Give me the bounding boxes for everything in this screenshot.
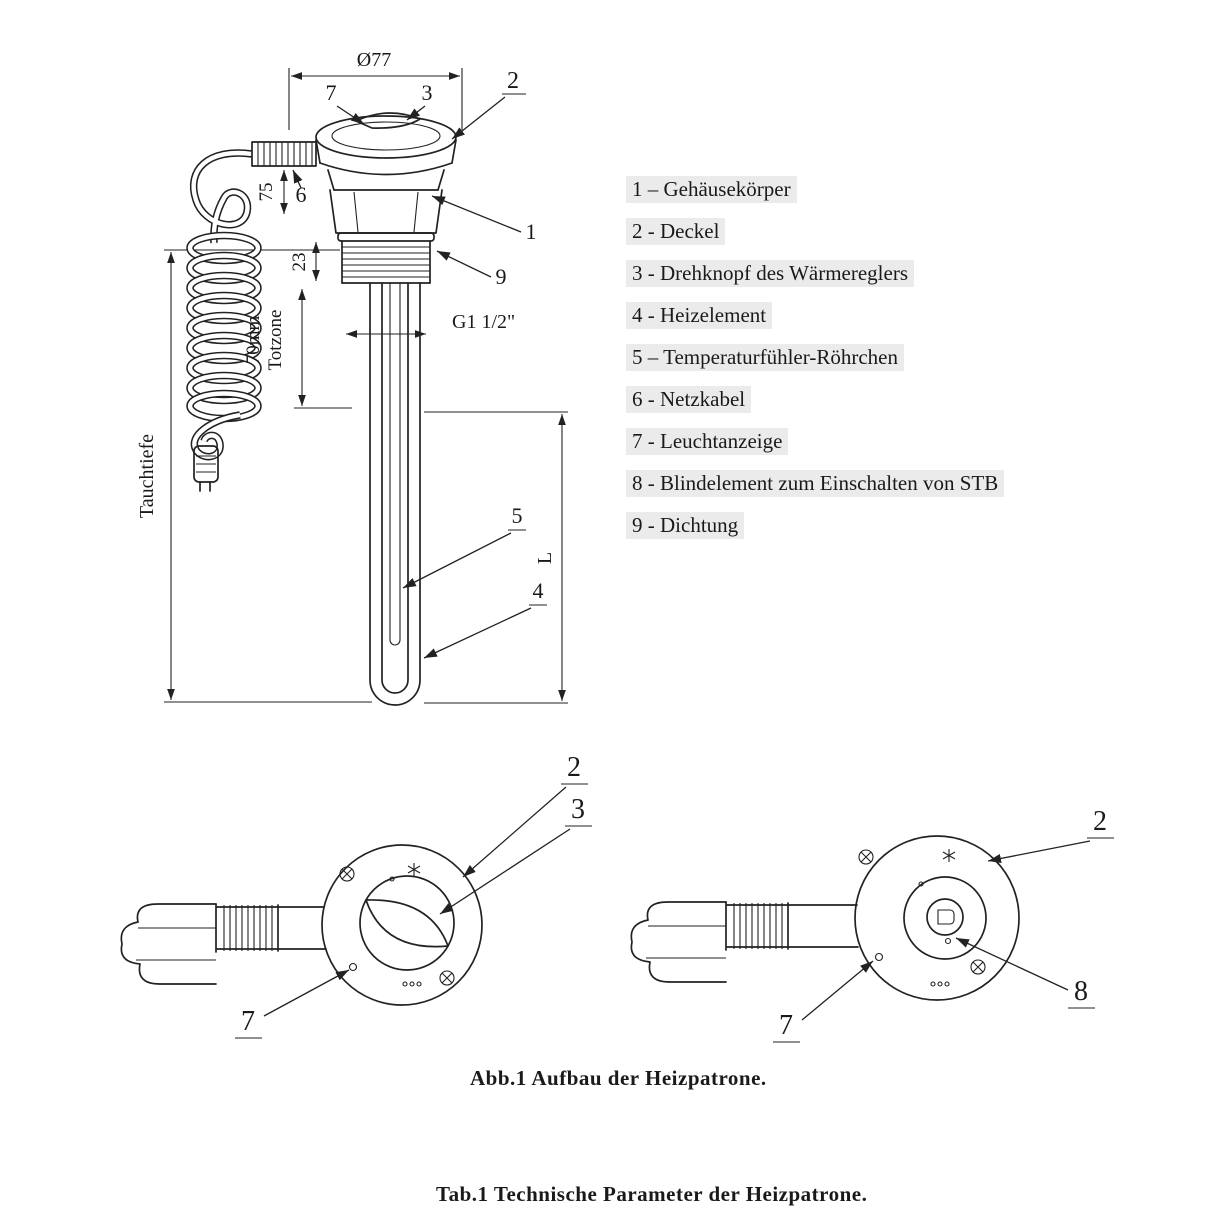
thread-height-dimension: 23 [289,242,320,281]
indicator-lamp-hole [874,952,884,962]
legend-item-6: 6 - Netzkabel [626,386,752,413]
power-cord [186,141,317,492]
table-caption: Tab.1 Technische Parameter der Heizpatro… [436,1182,868,1206]
callout-1: 1 [526,219,537,244]
vent-holes [402,981,422,987]
cable-gland [215,903,327,953]
legend-item-7: 7 - Leuchtanzeige [626,428,789,455]
blind-element-ring [926,898,964,936]
callout-9: 9 [496,264,507,289]
thread-height-label: 23 [289,253,310,272]
knob-grip [365,899,449,948]
deadzone-value: 70mm [243,316,264,365]
callout-7: 7 [779,1010,793,1041]
parts-legend: 1 – Gehäusekörper 2 - Deckel 3 - Drehkno… [626,176,1005,554]
blind-element [937,909,955,925]
screw-top-right [407,863,421,876]
cable-gland [725,901,859,951]
gland-height-label: 75 [256,183,277,202]
sensor-tube [389,283,401,646]
cable-plug [193,445,219,492]
housing-body [327,169,445,191]
thread-size-label: G1 1/2" [452,311,515,333]
end-view-with-blind-element: 2 8 7 [630,806,1114,1043]
callout-8: 8 [1074,976,1088,1007]
plug-molding [630,901,727,983]
diameter-dimension: Ø77 [288,49,463,130]
legend-item-3: 3 - Drehknopf des Wärmereglers [626,260,915,287]
indicator-lamp-hole [348,962,358,972]
vent-holes [930,981,950,987]
housing-assembly [315,112,457,284]
end-view-with-knob: 2 3 7 [120,752,592,1039]
callout-6: 6 [296,182,307,207]
cover-outline [854,835,1020,1001]
legend-item-8: 8 - Blindelement zum Einschalten von STB [626,470,1005,497]
hex-nut [329,189,443,234]
screw-bottom-right [439,970,455,986]
deadzone-dimension: 70mm Totzone [243,289,352,409]
legend-item-9: 9 - Dichtung [626,512,745,539]
legend-item-1: 1 – Gehäusekörper [626,176,797,203]
plug-molding [120,903,217,985]
screw-top-right [942,849,956,862]
heating-element [369,282,421,706]
length-dimension: L [424,411,568,704]
screw-top-left [858,849,874,865]
callout-3: 3 [571,794,585,825]
vent-hole [389,876,395,882]
length-label: L [534,552,556,564]
cover-outline [321,844,483,1006]
callout-3: 3 [422,80,433,105]
right-view-callouts: 2 8 7 [773,806,1114,1043]
legend-item-4: 4 - Heizelement [626,302,773,329]
recess-ring [903,876,987,960]
callout-2: 2 [567,752,581,783]
left-view-callouts: 2 3 7 [235,752,592,1039]
screw-top-left [339,866,355,882]
legend-item-2: 2 - Deckel [626,218,726,245]
figure-caption: Abb.1 Aufbau der Heizpatrone. [470,1066,767,1090]
center-screw [944,937,952,945]
callout-2: 2 [507,68,519,94]
main-callouts: 7 3 2 6 1 9 5 4 [292,68,547,659]
callout-2: 2 [1093,806,1107,837]
callout-7: 7 [241,1006,255,1037]
cable-coil [186,231,262,423]
cable-gland [251,141,317,167]
thread-size-dimension: G1 1/2" [346,311,515,338]
legend-item-5: 5 – Temperaturfühler-Röhrchen [626,344,904,371]
vent-hole [918,881,924,887]
callout-7: 7 [326,80,337,105]
knob-ring [359,875,455,971]
screw-bottom-right [970,959,986,975]
main-section-view: Tauchtiefe [136,49,568,706]
callout-5: 5 [512,503,523,528]
diameter-label: Ø77 [357,49,391,71]
deadzone-label: Totzone [265,310,286,371]
seal-ring [337,232,435,242]
immersion-depth-label: Tauchtiefe [136,434,158,518]
callout-4: 4 [533,578,544,603]
gland-height-dimension: 75 [256,170,288,214]
threaded-collar [341,240,431,284]
immersion-depth-dimension: Tauchtiefe [136,249,372,703]
